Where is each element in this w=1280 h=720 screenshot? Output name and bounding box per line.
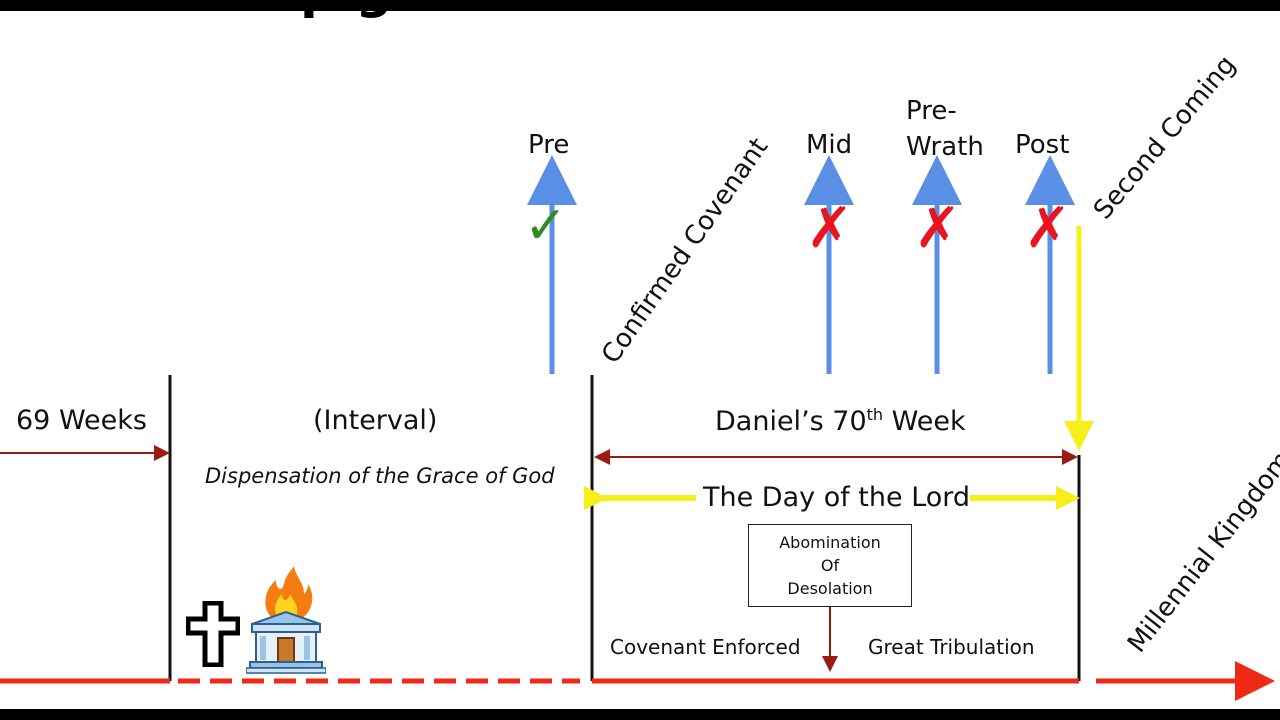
label-69-weeks: 69 Weeks	[16, 405, 147, 436]
abomination-line-1: Abomination	[779, 533, 881, 552]
seventieth-week-sup: th	[866, 405, 884, 424]
bottom-frame-bar	[0, 709, 1280, 720]
label-mid: Mid	[806, 130, 853, 160]
abomination-line-3: Desolation	[787, 579, 873, 598]
abomination-box: Abomination Of Desolation	[748, 524, 912, 607]
cross-mark-icon-prewrath: ✗	[914, 196, 961, 261]
cross-mark-icon-post: ✗	[1024, 196, 1071, 261]
seventieth-week-suffix: Week	[883, 406, 966, 437]
check-icon: ✓	[524, 196, 568, 256]
cross-icon	[186, 601, 240, 667]
seventieth-week-prefix: Daniel’s 70	[715, 406, 867, 437]
label-interval: (Interval)	[313, 405, 438, 436]
burning-temple-icon	[246, 566, 326, 674]
label-day-of-the-lord: The Day of the Lord	[703, 482, 971, 513]
top-frame-bar	[0, 0, 1280, 11]
label-great-tribulation: Great Tribulation	[868, 635, 1035, 659]
abomination-line-2: Of	[820, 556, 840, 575]
label-seventieth-week: Daniel’s 70th Week	[715, 405, 966, 437]
label-covenant-enforced: Covenant Enforced	[610, 635, 801, 659]
cross-mark-icon-mid: ✗	[806, 196, 853, 261]
label-post: Post	[1015, 130, 1070, 160]
label-interval-subtitle: Dispensation of the Grace of God	[205, 464, 555, 488]
label-pre: Pre	[528, 130, 570, 160]
label-pre-wrath: Pre- Wrath	[906, 96, 984, 162]
